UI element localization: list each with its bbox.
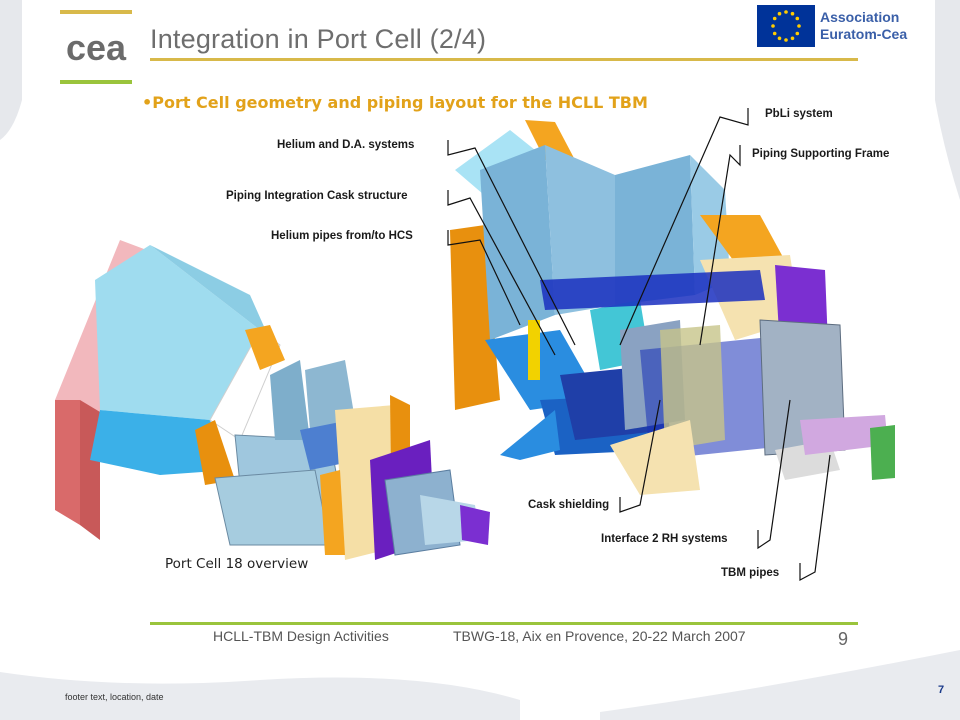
leader-lines: [447, 108, 831, 581]
footer-divider: [150, 622, 858, 625]
footer-left-text: HCLL-TBM Design Activities: [213, 628, 389, 644]
cea-logo: cea: [60, 10, 132, 84]
association-line1: Association: [820, 9, 900, 25]
label-pbli-system: PbLi system: [765, 108, 833, 120]
eu-flag-icon: [757, 5, 815, 47]
label-cask-shielding: Cask shielding: [528, 499, 610, 511]
label-interface-rh-systems: Interface 2 RH systems: [601, 533, 728, 545]
label-tbm-pipes: TBM pipes: [721, 567, 780, 579]
label-helium-pipes: Helium pipes from/to HCS: [271, 230, 413, 242]
page-title: Integration in Port Cell (2/4): [150, 24, 487, 54]
label-piping-supporting-frame: Piping Supporting Frame: [752, 148, 890, 160]
association-line2: Euratom-Cea: [820, 26, 908, 42]
footer-right-text: TBWG-18, Aix en Provence, 20-22 March 20…: [453, 628, 746, 644]
label-helium-da-systems: Helium and D.A. systems: [277, 139, 415, 151]
port-cell-detail-model: [450, 120, 895, 495]
page-footer-text: footer text, location, date: [65, 692, 164, 702]
port-cell-overview-model: [55, 240, 490, 560]
label-piping-integration-cask: Piping Integration Cask structure: [226, 190, 408, 202]
overview-caption: Port Cell 18 overview: [165, 556, 309, 572]
page-number: 7: [938, 684, 945, 696]
title-divider: [150, 58, 858, 61]
association-label: Association Euratom-Cea: [820, 9, 907, 43]
subtitle-bullet: •Port Cell geometry and piping layout fo…: [142, 93, 648, 112]
cea-logo-text: cea: [66, 27, 127, 68]
slide-number: 9: [838, 629, 849, 649]
